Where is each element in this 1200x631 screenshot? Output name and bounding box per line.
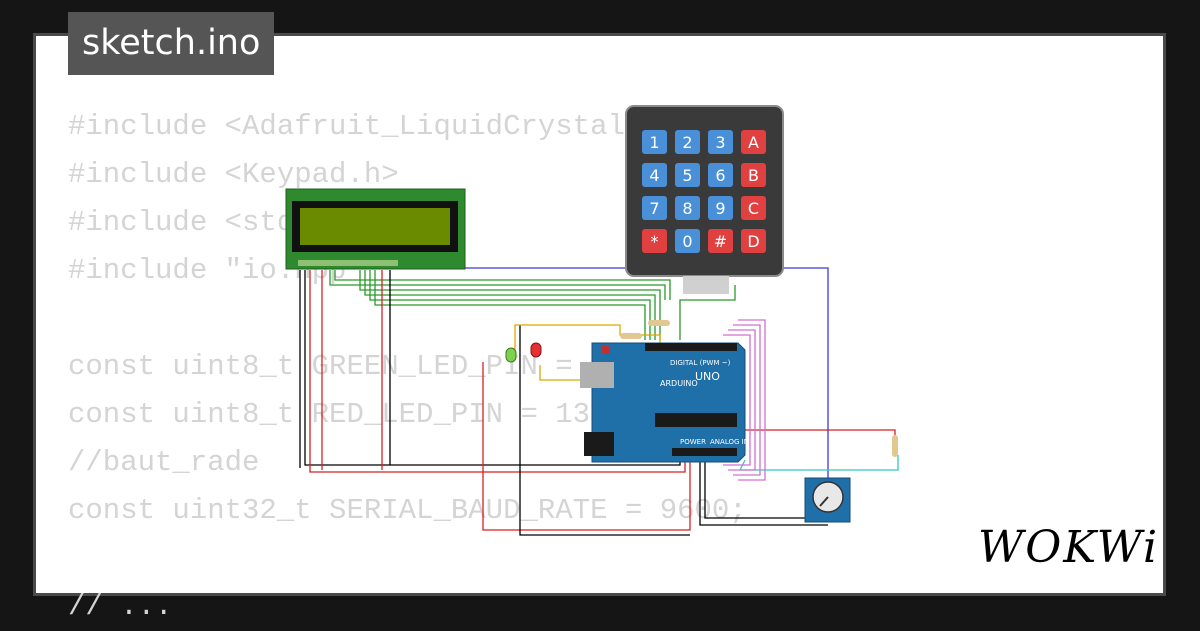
keypad-key[interactable]: 5 [675, 163, 700, 187]
keypad-key-label: 0 [682, 232, 692, 251]
wokwi-logo: WOKWi [978, 522, 1160, 573]
red-led[interactable] [530, 342, 542, 358]
keypad-key[interactable]: 2 [675, 130, 700, 154]
file-tab[interactable]: sketch.ino [68, 12, 275, 75]
code-line: #include <Adafruit_LiquidCrystal.h> [68, 110, 678, 143]
arduino-uno[interactable]: DIGITAL (PWM ~) ARDUINO UNO POWER ANALOG… [580, 342, 749, 463]
resistor[interactable] [620, 320, 670, 339]
arduino-digital-label: DIGITAL (PWM ~) [670, 359, 731, 367]
code-line: // ... [68, 590, 173, 623]
keypad-key-label: 2 [682, 133, 692, 152]
code-line: const uint32_t SERIAL_BAUD_RATE = 9600; [68, 494, 747, 527]
code-editor: #include <Adafruit_LiquidCrystal.h> #incl… [68, 103, 747, 631]
keypad-key[interactable]: 4 [642, 163, 667, 187]
preview-card [33, 33, 1166, 596]
keypad-key[interactable]: A [741, 130, 766, 154]
keypad-key-label: # [714, 232, 727, 251]
keypad-key[interactable]: 9 [708, 196, 733, 220]
keypad-key-label: 5 [682, 166, 692, 185]
keypad-key[interactable]: 6 [708, 163, 733, 187]
keypad-key[interactable]: * [642, 229, 667, 253]
keypad-key[interactable]: 1 [642, 130, 667, 154]
keypad-key[interactable]: 7 [642, 196, 667, 220]
keypad-key-label: 6 [715, 166, 725, 185]
keypad-key[interactable]: B [741, 163, 766, 187]
green-led[interactable] [505, 347, 517, 363]
keypad[interactable]: 1 2 3 A 4 5 6 B 7 8 9 C * 0 # D [625, 105, 784, 294]
keypad-key-label: B [748, 166, 759, 185]
keypad-key-label: 7 [649, 199, 659, 218]
keypad-key-label: 8 [682, 199, 692, 218]
keypad-key-label: A [748, 133, 759, 152]
arduino-brand: ARDUINO [660, 379, 698, 388]
keypad-key-label: C [748, 199, 759, 218]
arduino-power-label: POWER [680, 438, 706, 446]
keypad-key-label: 4 [649, 166, 659, 185]
keypad-key-label: 1 [649, 133, 659, 152]
keypad-key[interactable]: 0 [675, 229, 700, 253]
keypad-key[interactable]: D [741, 229, 766, 253]
keypad-key-label: 3 [715, 133, 725, 152]
keypad-key[interactable]: 3 [708, 130, 733, 154]
keypad-key[interactable]: 8 [675, 196, 700, 220]
arduino-model: UNO [695, 370, 720, 383]
pullup-resistor[interactable] [892, 435, 898, 457]
potentiometer[interactable] [804, 477, 851, 523]
keypad-key-label: D [747, 232, 759, 251]
keypad-key-label: * [651, 232, 659, 251]
code-line: //baut_rade [68, 446, 260, 479]
code-line: #include <Keypad.h> [68, 158, 399, 191]
lcd-display[interactable] [285, 188, 466, 270]
keypad-key-label: 9 [715, 199, 725, 218]
keypad-key[interactable]: # [708, 229, 733, 253]
arduino-analog-label: ANALOG IN [710, 438, 749, 446]
keypad-key[interactable]: C [741, 196, 766, 220]
code-line: const uint8_t RED_LED_PIN = 13; [68, 398, 608, 431]
